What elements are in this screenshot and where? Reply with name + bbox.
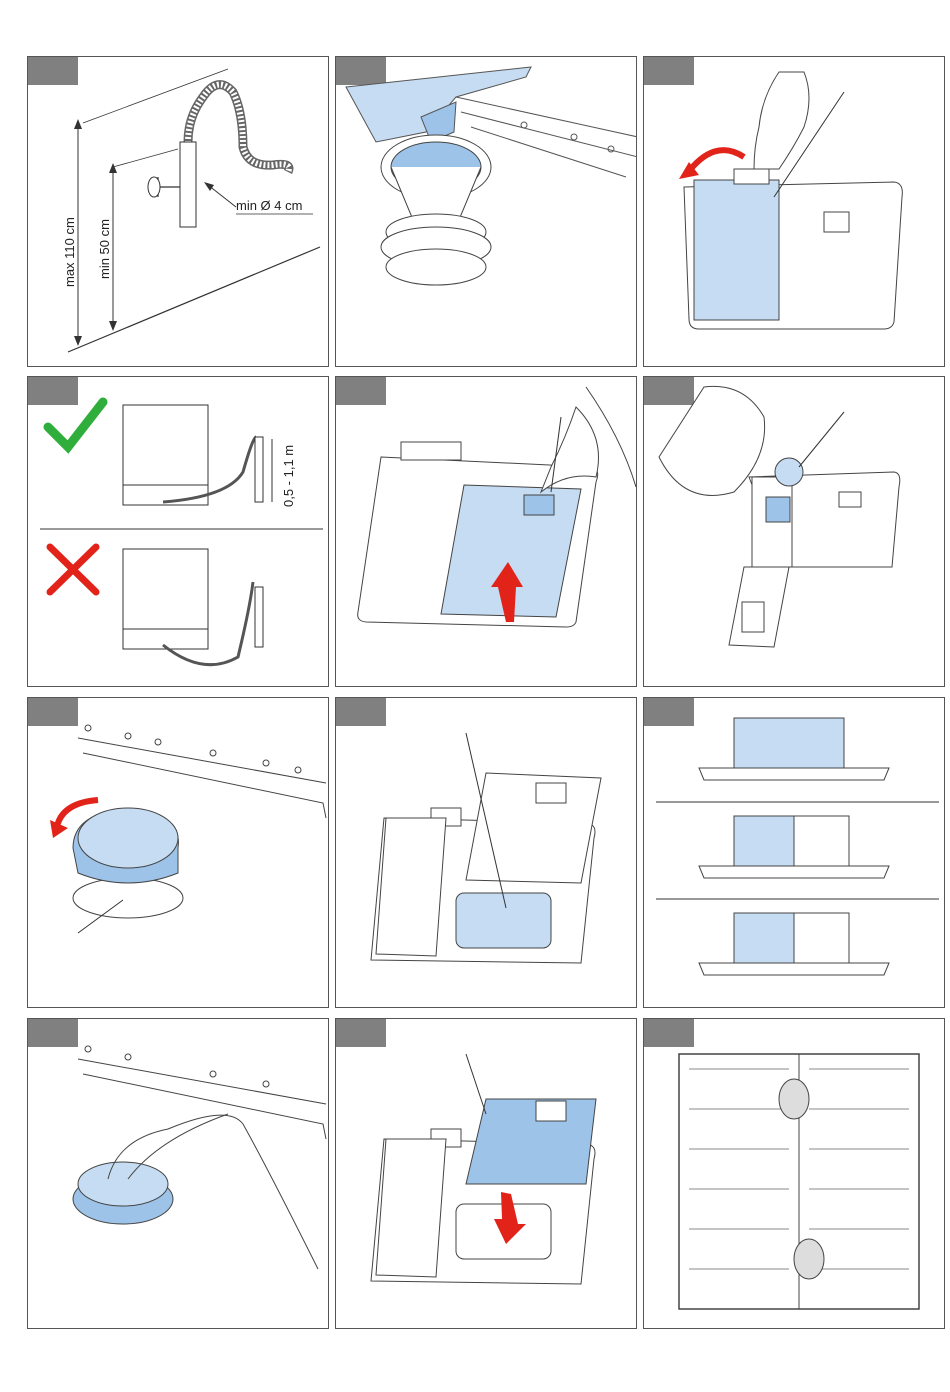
salt-cap-illustration: [28, 698, 329, 1008]
cross-icon: [50, 547, 96, 592]
panel-4-hose-height-check: 0,5 - 1,1 m: [27, 376, 329, 687]
hose-height-range-label: 0,5 - 1,1 m: [281, 445, 296, 507]
panel-12-cutlery-drawer-loaded: [643, 1018, 945, 1329]
panel-7-unscrew-cap: [27, 697, 329, 1008]
rinse-aid-fill-illustration: [644, 377, 945, 687]
filter-funnel-illustration: [336, 57, 637, 367]
cutlery-drawer-illustration: [644, 698, 945, 1008]
salt-container-illustration: [336, 698, 637, 1008]
panel-5-press-button: [335, 376, 637, 687]
close-salt-cover-illustration: [336, 1019, 637, 1329]
panel-11-close-cover: [335, 1018, 637, 1329]
panel-1-drain-hose-height: max 110 cm min 50 cm min Ø 4 cm: [27, 56, 329, 367]
panel-9-cutlery-drawer-positions: [643, 697, 945, 1008]
hose-diameter-label: min Ø 4 cm: [236, 198, 302, 213]
drain-hose-illustration: max 110 cm min 50 cm min Ø 4 cm: [28, 57, 329, 367]
panel-8-salt-container: [335, 697, 637, 1008]
check-icon: [48, 402, 103, 447]
filter-clean-illustration: [28, 1019, 329, 1329]
dispenser-cover-illustration: [644, 57, 945, 367]
hose-height-comparison: 0,5 - 1,1 m: [28, 377, 329, 687]
panel-6-fill-rinse-aid: [643, 376, 945, 687]
panel-3-open-cover: [643, 56, 945, 367]
dispenser-press-illustration: [336, 377, 637, 687]
min-height-label: min 50 cm: [97, 219, 112, 279]
panel-2-insert-filter: [335, 56, 637, 367]
max-height-label: max 110 cm: [62, 217, 77, 287]
panel-10-clean-filter: [27, 1018, 329, 1329]
loaded-rack-illustration: [644, 1019, 945, 1329]
